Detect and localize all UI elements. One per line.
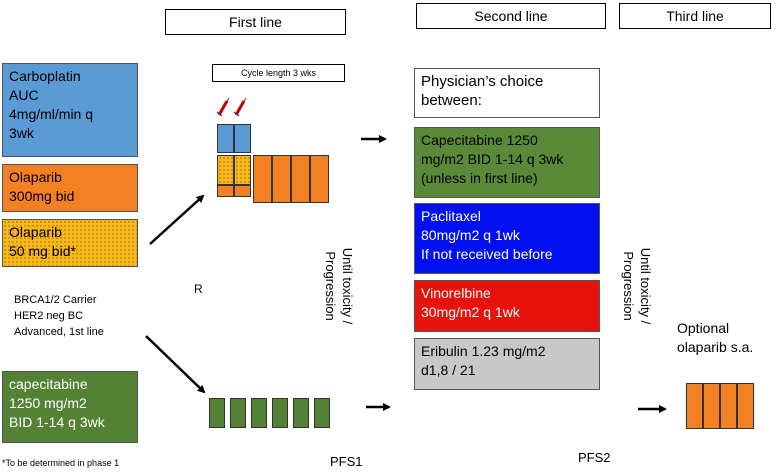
olaparib-300-cycle-cell [217, 185, 234, 197]
olaparib-maintenance-cell [291, 155, 310, 203]
optional-olaparib-label: Optional olaparib s.a. [677, 320, 754, 355]
olaparib-third-line-cell [686, 383, 703, 429]
header-third-line: Third line [619, 3, 771, 29]
carboplatin-cycle-cell [234, 124, 251, 153]
olaparib-300-cycle-cell [234, 185, 251, 197]
eribulin-box: Eribulin 1.23 mg/m2 d1,8 / 21 [414, 338, 600, 390]
cycle-length-label: Cycle length 3 wks [240, 68, 317, 78]
pfs1-label: PFS1 [330, 454, 363, 469]
pfs2-label: PFS2 [578, 450, 611, 465]
capecitabine-cycle-cell [209, 398, 225, 428]
header-first-line-label: First line [229, 14, 282, 30]
cycle-length-box: Cycle length 3 wks [212, 64, 345, 82]
vinorelbine-box: Vinorelbine 30mg/m2 q 1wk [414, 280, 600, 332]
capecitabine-cycle-cell [293, 398, 309, 428]
olaparib-50-cycle-cell [217, 155, 234, 185]
header-third-line-label: Third line [666, 8, 724, 24]
olaparib-300-arm-box: Olaparib 300mg bid [2, 164, 138, 212]
paclitaxel-box: Paclitaxel 80mg/m2 q 1wk If not received… [414, 203, 600, 274]
olaparib-maintenance-cell [253, 155, 272, 203]
physician-choice-box: Physician’s choice between: [414, 68, 600, 118]
header-second-line: Second line [416, 3, 606, 29]
footnote-text: *To be determined in phase 1 [2, 458, 120, 468]
header-first-line: First line [165, 9, 346, 35]
olaparib-third-line-cell [737, 383, 754, 429]
capecitabine-cycle-cell [314, 398, 330, 428]
olaparib-50-cycle-cell [234, 155, 251, 185]
header-second-line-label: Second line [474, 8, 548, 24]
randomization-label: R [194, 282, 203, 296]
carboplatin-cycle-cell [217, 124, 234, 153]
olaparib-third-line-cell [703, 383, 720, 429]
arrow-to-capecitabine-arm [145, 335, 206, 394]
olaparib-maintenance-cell [272, 155, 291, 203]
capecitabine-cycle-cell [230, 398, 246, 428]
olaparib-50-arm-box: Olaparib 50 mg bid* [2, 219, 138, 267]
olaparib-third-line-cell [720, 383, 737, 429]
capecitabine-second-line-box: Capecitabine 1250 mg/m2 BID 1-14 q 3wk (… [414, 127, 600, 198]
population-text: BRCA1/2 Carrier HER2 neg BC Advanced, 1s… [14, 294, 104, 338]
capecitabine-arm-box: capecitabine 1250 mg/m2 BID 1-14 q 3wk [2, 371, 138, 443]
arrow-to-olaparib-arm [149, 194, 205, 245]
olaparib-maintenance-cell [310, 155, 329, 203]
capecitabine-cycle-cell [251, 398, 267, 428]
carboplatin-arm-box: Carboplatin AUC 4mg/ml/min q 3wk [2, 63, 138, 157]
capecitabine-cycle-cell [272, 398, 288, 428]
